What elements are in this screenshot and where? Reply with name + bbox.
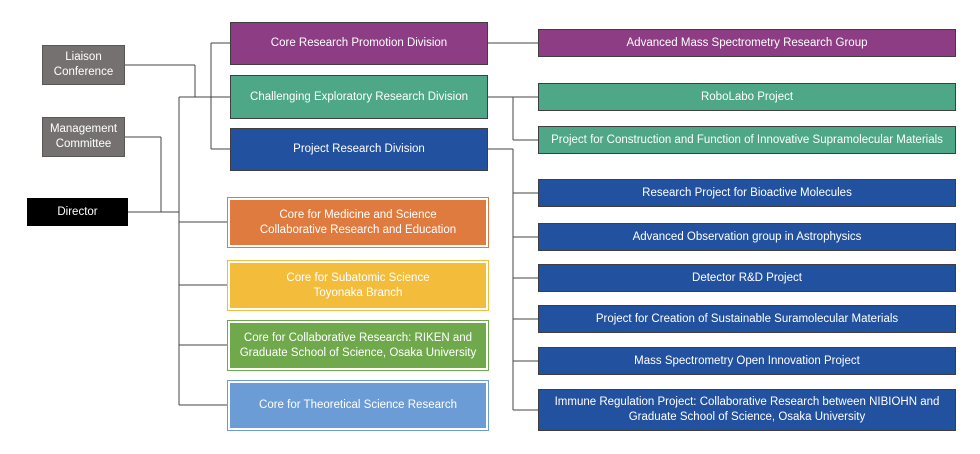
challenging-exploratory-research-division-box: Challenging Exploratory Research Divisio… <box>230 75 488 119</box>
core-medicine-science-box: Core for Medicine and Science Collaborat… <box>230 200 486 245</box>
group-robolabo-box: RoboLabo Project <box>538 83 956 111</box>
group-immune-regulation-box: Immune Regulation Project: Collaborative… <box>538 389 956 431</box>
core-subatomic-science-box: Core for Subatomic Science Toyonaka Bran… <box>230 263 486 308</box>
director-box: Director <box>27 198 128 226</box>
group-astrophysics-observation-box: Advanced Observation group in Astrophysi… <box>538 223 956 251</box>
group-sustainable-supramolecular-box: Project for Creation of Sustainable Sura… <box>538 305 956 333</box>
core-theoretical-science-box: Core for Theoretical Science Research <box>230 383 486 428</box>
group-bioactive-molecules-box: Research Project for Bioactive Molecules <box>538 179 956 207</box>
core-research-promotion-division-box: Core Research Promotion Division <box>230 22 488 65</box>
core-collaborative-riken-box: Core for Collaborative Research: RIKEN a… <box>230 323 486 368</box>
group-mass-spec-open-innovation-box: Mass Spectrometry Open Innovation Projec… <box>538 347 956 375</box>
group-advanced-mass-spectrometry-box: Advanced Mass Spectrometry Research Grou… <box>538 29 956 57</box>
project-research-division-box: Project Research Division <box>230 128 488 171</box>
management-committee-box: Management Committee <box>42 117 125 157</box>
group-detector-rd-box: Detector R&D Project <box>538 264 956 292</box>
liaison-conference-box: Liaison Conference <box>42 45 125 85</box>
group-innovative-supramolecular-box: Project for Construction and Function of… <box>538 126 956 154</box>
